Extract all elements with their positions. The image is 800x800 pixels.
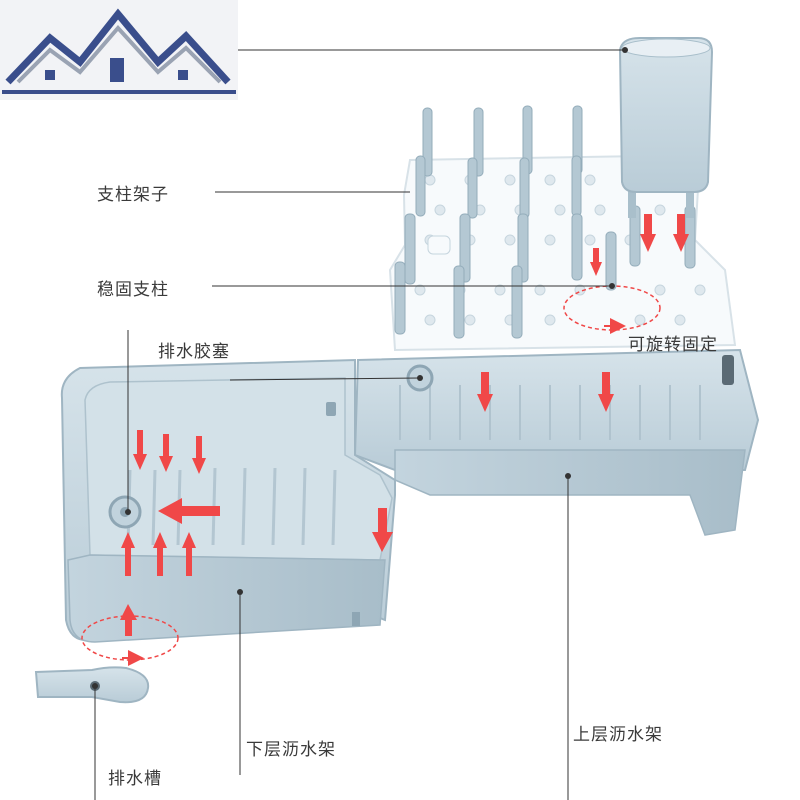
posts bbox=[394, 105, 696, 339]
red-arrow-icon bbox=[159, 434, 173, 472]
house-roofs-logo bbox=[0, 0, 238, 100]
upper-rack bbox=[353, 348, 760, 536]
rotate-fix-label: 可旋转固定 bbox=[628, 335, 718, 355]
drain-spout bbox=[34, 666, 150, 704]
red-arrow-icon bbox=[182, 532, 196, 576]
red-arrow-icon bbox=[598, 372, 614, 412]
red-arrow-icon bbox=[673, 214, 689, 252]
flow-arrows bbox=[120, 214, 689, 636]
red-arrow-icon bbox=[133, 430, 147, 470]
red-arrow-icon bbox=[121, 532, 135, 576]
red-arrow-icon bbox=[120, 604, 137, 636]
red-arrow-icon bbox=[158, 498, 220, 524]
red-arrow-icon bbox=[477, 372, 493, 412]
red-arrow-icon bbox=[153, 532, 167, 576]
upper-rack-label: 上层沥水架 bbox=[573, 725, 663, 745]
utensil-cup bbox=[618, 37, 714, 218]
red-arrow-icon bbox=[192, 436, 206, 474]
stable-post-knob bbox=[427, 235, 451, 255]
drain-spout-label: 排水槽 bbox=[108, 769, 162, 789]
lower-rack bbox=[60, 358, 434, 643]
red-arrow-icon bbox=[640, 214, 656, 252]
red-arrow-icon bbox=[372, 508, 393, 552]
lower-rack-label: 下层沥水架 bbox=[246, 740, 336, 760]
leader-dots bbox=[92, 47, 628, 689]
leader-lines bbox=[94, 49, 625, 800]
post-rack-label: 支柱架子 bbox=[97, 185, 169, 205]
drain-plug-label: 排水胶塞 bbox=[158, 342, 230, 362]
red-arrow-icon bbox=[590, 248, 602, 276]
stable-post-label: 稳固支柱 bbox=[97, 280, 169, 300]
